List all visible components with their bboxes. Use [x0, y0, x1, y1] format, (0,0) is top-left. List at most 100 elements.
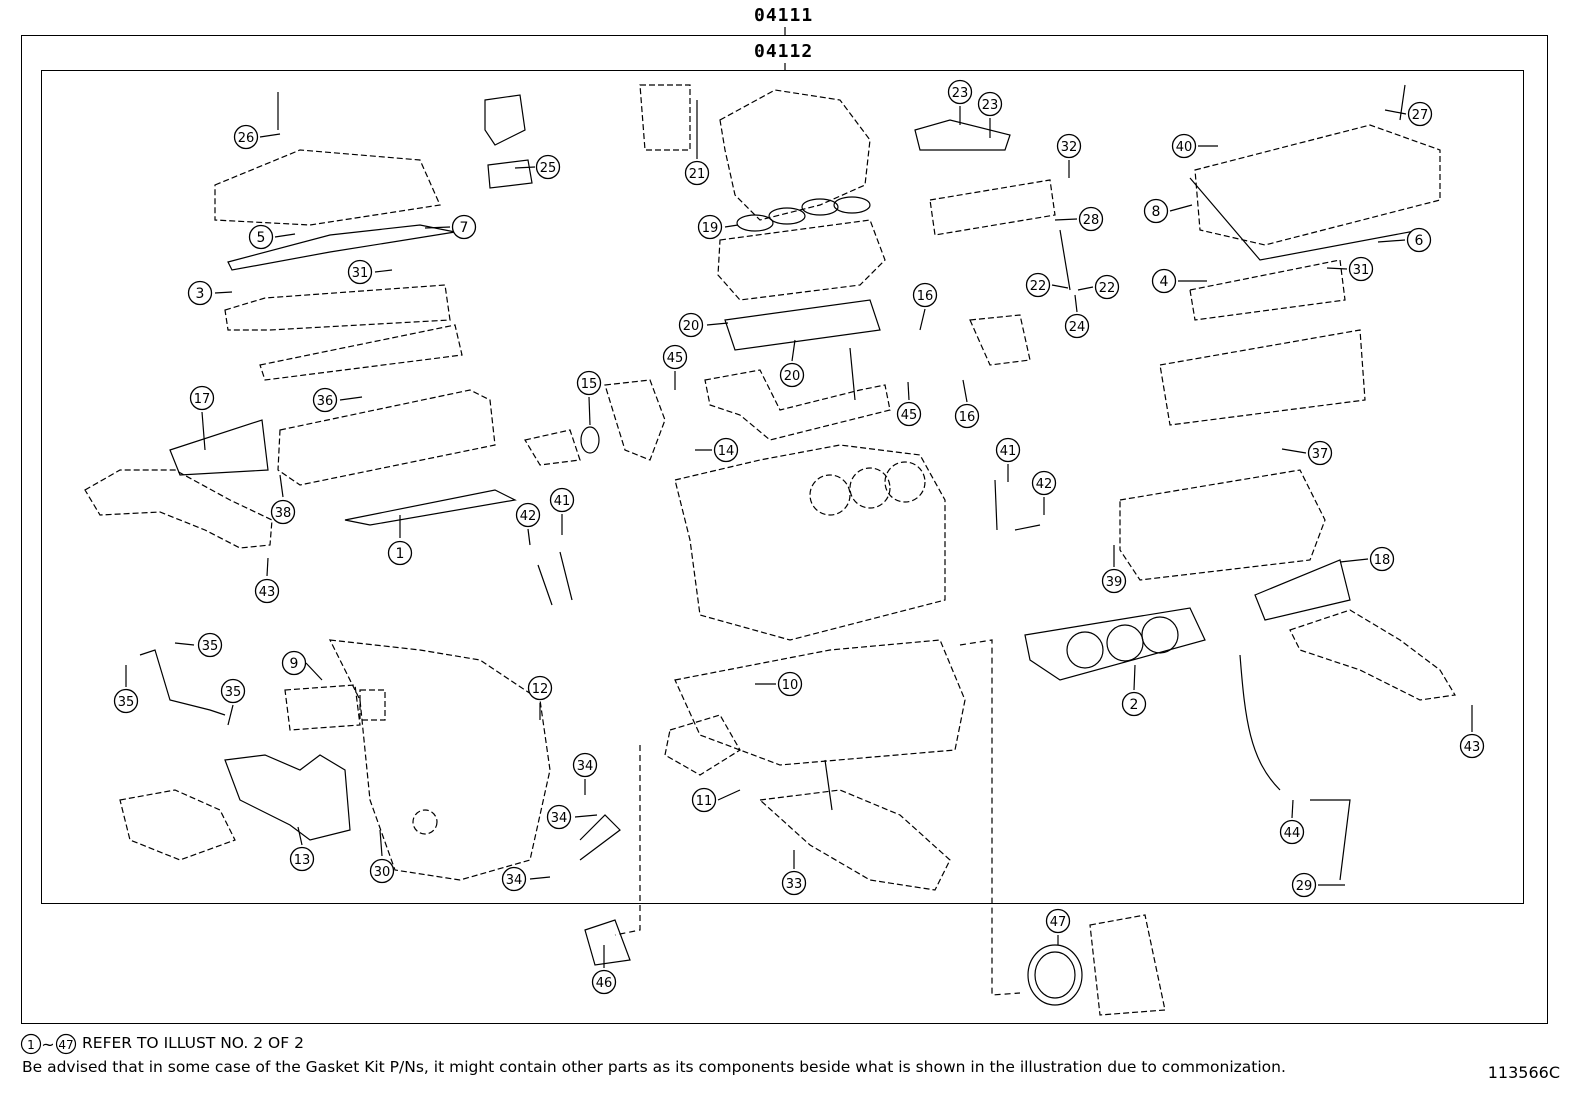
callout-circle — [1143, 198, 1169, 224]
outer-kit-frame — [21, 35, 1548, 1024]
callout-number: 4 — [1160, 274, 1169, 290]
callout-number: 20 — [683, 319, 700, 334]
callout-number: 8 — [1152, 204, 1161, 220]
callout-number: 17 — [194, 392, 211, 407]
callout-number: 20 — [784, 369, 801, 384]
callout-circle — [254, 578, 280, 604]
range-end-number: 47 — [58, 1038, 73, 1052]
callout-number: 1 — [396, 546, 405, 562]
callout-circle — [1279, 819, 1305, 845]
callout-circle — [289, 846, 315, 872]
callout-circle — [369, 858, 395, 884]
callout-circle — [113, 688, 139, 714]
callout-circle — [312, 387, 338, 413]
callout-number: 37 — [1312, 447, 1329, 462]
callout-circle — [1121, 691, 1147, 717]
callout-number: 39 — [1106, 575, 1123, 590]
subkit-code: 04112 — [754, 41, 814, 62]
callout-circle — [189, 385, 215, 411]
callout-number: 46 — [596, 976, 613, 991]
callout-number: 32 — [1061, 140, 1078, 155]
callout-circle — [501, 866, 527, 892]
callout-number: 3 — [196, 286, 205, 302]
advisory-note: Be advised that in some case of the Gask… — [22, 1058, 1286, 1076]
callout-circle — [1078, 206, 1104, 232]
callout-number: 35 — [202, 639, 219, 654]
callout-number: 13 — [294, 853, 311, 868]
callout-circle — [1045, 908, 1071, 934]
callout-number: 23 — [982, 98, 999, 113]
callout-number: 41 — [554, 494, 571, 509]
callout-circle — [1025, 272, 1051, 298]
callout-circle — [896, 401, 922, 427]
callout-circle — [527, 675, 553, 701]
callout-number: 6 — [1415, 233, 1424, 249]
callout-circle — [1369, 546, 1395, 572]
callout-number: 29 — [1296, 879, 1313, 894]
callout-circle — [451, 214, 477, 240]
callout-number: 30 — [374, 865, 391, 880]
callout-circle — [591, 969, 617, 995]
footer-range-markers: 1 ~ 47 — [20, 1033, 77, 1055]
callout-number: 11 — [696, 794, 713, 809]
callout-number: 28 — [1083, 213, 1100, 228]
callout-circle — [977, 91, 1003, 117]
callout-number: 41 — [1000, 444, 1017, 459]
callout-number: 33 — [786, 877, 803, 892]
callout-number: 43 — [259, 585, 276, 600]
callout-circle — [576, 370, 602, 396]
callout-circle — [1031, 470, 1057, 496]
callout-number: 27 — [1412, 108, 1429, 123]
callout-circle — [572, 752, 598, 778]
callout-circle — [697, 214, 723, 240]
callout-circle — [713, 437, 739, 463]
callout-number: 9 — [290, 656, 299, 672]
callout-number: 47 — [1050, 915, 1067, 930]
callout-number: 31 — [352, 266, 369, 281]
callout-number: 25 — [540, 161, 557, 176]
callout-circle — [662, 344, 688, 370]
callout-circle — [1151, 268, 1177, 294]
part-outlines — [84, 84, 1456, 1016]
callout-circle — [954, 403, 980, 429]
callout-circle — [777, 671, 803, 697]
callout-number: 34 — [551, 811, 568, 826]
callout-number: 45 — [901, 408, 918, 423]
range-start-number: 1 — [27, 1038, 35, 1052]
range-separator: ~ — [41, 1035, 54, 1054]
callout-number: 18 — [1374, 553, 1391, 568]
kit-code: 04111 — [754, 5, 814, 26]
callout-circle — [535, 154, 561, 180]
callout-number: 19 — [702, 221, 719, 236]
callout-number: 31 — [1353, 263, 1370, 278]
callout-circle — [1056, 133, 1082, 159]
callout-circle — [347, 259, 373, 285]
callout-number: 45 — [667, 351, 684, 366]
callout-number: 34 — [577, 759, 594, 774]
callout-number: 35 — [118, 695, 135, 710]
callout-circle — [995, 437, 1021, 463]
callout-number: 14 — [718, 444, 735, 459]
callout-number: 22 — [1030, 279, 1047, 294]
callout-circle — [220, 678, 246, 704]
callout-number: 38 — [275, 506, 292, 521]
callout-circle — [549, 487, 575, 513]
refer-note: REFER TO ILLUST NO. 2 OF 2 — [82, 1034, 304, 1052]
callout-group: 2625573133617381432119202045151442412323… — [113, 79, 1485, 995]
callout-number: 7 — [460, 220, 469, 236]
callout-circle — [678, 312, 704, 338]
callout-circle — [233, 124, 259, 150]
callout-number: 42 — [520, 509, 537, 524]
callout-circle — [248, 224, 274, 250]
callout-circle — [779, 362, 805, 388]
callout-number: 36 — [317, 394, 334, 409]
callout-circle — [387, 540, 413, 566]
callout-circle — [1064, 313, 1090, 339]
callout-circle — [270, 499, 296, 525]
callout-number: 10 — [782, 678, 799, 693]
callout-number: 34 — [506, 873, 523, 888]
callout-number: 26 — [238, 131, 255, 146]
callout-leaders — [125, 100, 1473, 968]
callout-circle — [1094, 274, 1120, 300]
